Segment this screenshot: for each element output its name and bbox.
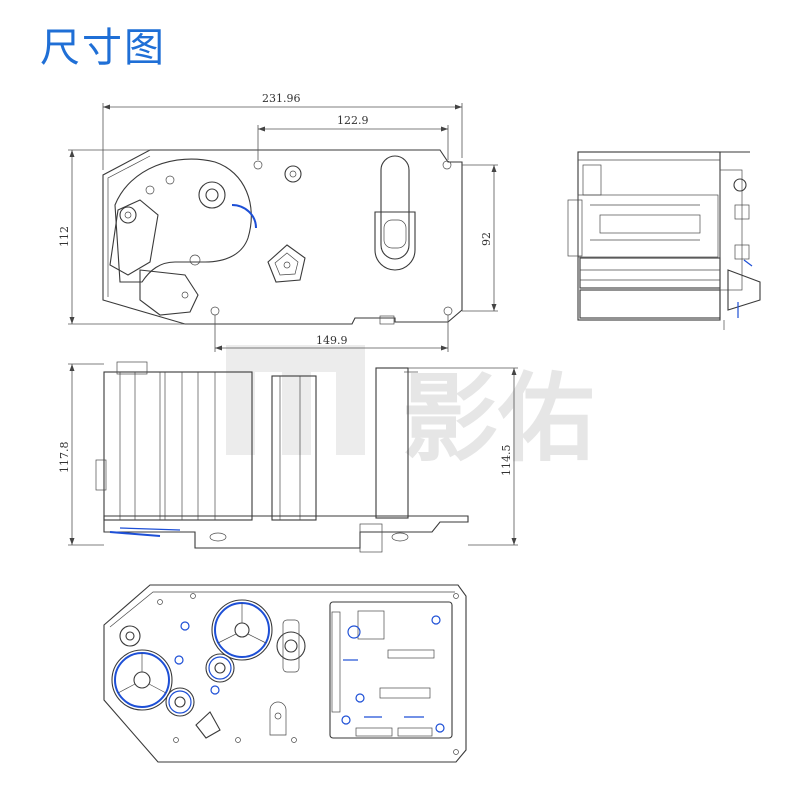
wheel-left bbox=[111, 649, 173, 711]
dim-hole-span-bottom: 149.9 bbox=[316, 334, 348, 347]
back-view bbox=[103, 584, 467, 763]
watermark-text: 影佑 bbox=[402, 363, 594, 475]
dim-hole-span-top: 122.9 bbox=[337, 114, 369, 127]
dim-bottom-overall-height: 117.8 bbox=[58, 442, 71, 474]
front-view: 231.96 122.9 112 92 149.9 bbox=[58, 92, 498, 352]
dim-overall-width: 231.96 bbox=[262, 92, 301, 105]
side-view bbox=[567, 151, 761, 330]
dim-hole-height: 92 bbox=[480, 232, 493, 246]
watermark-logo: 影佑 bbox=[226, 345, 594, 475]
wheel-right bbox=[211, 599, 273, 661]
dim-overall-height: 112 bbox=[58, 226, 71, 247]
dim-bottom-inner-height: 114.5 bbox=[500, 445, 513, 477]
bottom-view: 117.8 114.5 bbox=[58, 361, 518, 553]
page-title: 尺寸图 bbox=[40, 25, 166, 71]
